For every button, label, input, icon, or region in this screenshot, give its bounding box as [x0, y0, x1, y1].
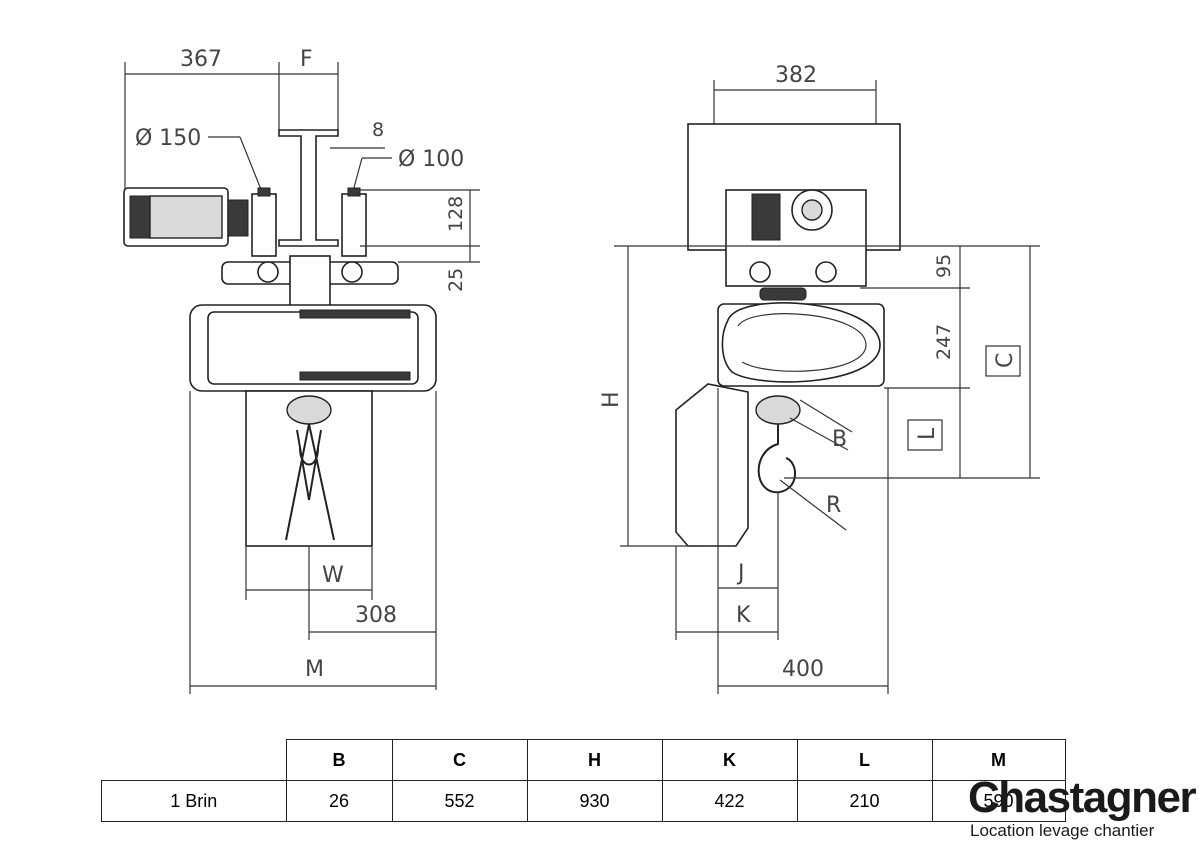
table-header-cell: C	[391, 739, 528, 781]
table-row: 1 Brin 26 552 930 422 210 590	[101, 780, 1066, 822]
dim-k: K	[736, 603, 751, 628]
logo-name: Chastagner	[968, 773, 1197, 822]
dim-25: 25	[445, 268, 467, 292]
table-cell: 26	[285, 780, 393, 822]
dim-diameter-100: Ø 100	[398, 147, 464, 172]
table-cell: 210	[796, 780, 933, 822]
table-header-cell: L	[796, 739, 933, 781]
dim-diameter-150: Ø 150	[135, 126, 201, 151]
table-header-cell: K	[661, 739, 798, 781]
dim-308: 308	[355, 603, 397, 628]
dim-c: C	[993, 353, 1018, 368]
table-header-cell: B	[285, 739, 393, 781]
dim-r: R	[826, 493, 841, 518]
dim-f: F	[300, 47, 313, 72]
table-header-cell: M	[931, 739, 1066, 781]
dim-m: M	[305, 657, 324, 682]
side-view: 382 B R H 95 24	[599, 63, 1040, 694]
table-header-row: B C H K L M	[101, 739, 1066, 781]
table-header-cell: H	[526, 739, 663, 781]
table-cell: 930	[526, 780, 663, 822]
dim-367: 367	[180, 47, 222, 72]
hoist-technical-drawing: 367 F 8 Ø 150 Ø 100 128 25	[123, 47, 1040, 694]
table-cell: 1 Brin	[101, 780, 287, 822]
table-cell: 422	[661, 780, 798, 822]
dim-h: H	[599, 391, 624, 408]
dim-400: 400	[782, 657, 824, 682]
dim-247: 247	[933, 324, 955, 360]
dim-j: J	[736, 561, 745, 586]
chastagner-logo: Chastagner Location levage chantier	[966, 773, 1197, 845]
dim-b: B	[832, 427, 847, 452]
spec-table: B C H K L M 1 Brin 26 552 930 422 210 59…	[101, 739, 1066, 822]
table-header-cell	[101, 739, 287, 781]
front-view: 367 F 8 Ø 150 Ø 100 128 25	[123, 47, 480, 694]
dim-l: L	[915, 427, 940, 440]
dim-8: 8	[372, 119, 384, 141]
dim-w: W	[322, 563, 344, 588]
dim-95: 95	[933, 254, 955, 278]
table-cell: 590	[931, 780, 1066, 822]
logo-tagline: Location levage chantier	[970, 821, 1155, 840]
table-cell: 552	[391, 780, 528, 822]
dim-128: 128	[445, 196, 467, 232]
dim-382: 382	[775, 63, 817, 88]
